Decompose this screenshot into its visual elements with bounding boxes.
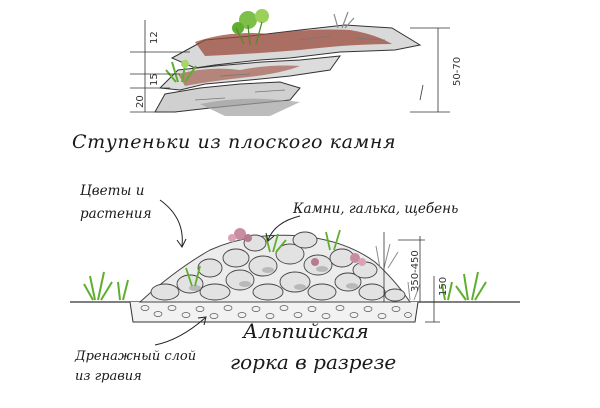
dimension-step-mid: 15 — [149, 73, 160, 86]
plant-icon — [185, 229, 341, 287]
drainage-pointer-arrow — [154, 317, 206, 346]
alpine-hill-illustration: 350-450 150 — [70, 199, 520, 346]
flower-icon — [311, 258, 319, 266]
flowers-label-line1: Цветы и — [80, 183, 145, 199]
dimension-step-bottom: 20 — [135, 95, 146, 108]
plant-icon — [232, 9, 269, 46]
dimension-drain-depth: 150 — [438, 277, 449, 296]
stone-steps-illustration: 12 15 20 50-70 — [130, 9, 463, 116]
stones-label: Камни, галька, щебень — [293, 201, 459, 217]
flowers-label-line2: растения — [80, 206, 152, 222]
flower-icon — [228, 228, 252, 242]
alpine-caption-line1: Альпийская — [243, 319, 369, 343]
alpine-caption-line2: горка в разрезе — [230, 350, 397, 374]
flowers-pointer-arrow — [159, 199, 183, 247]
dimension-hill-height: 350-450 — [410, 250, 421, 292]
plant-icon — [333, 11, 355, 29]
drainage-label-line2: из гравия — [75, 369, 142, 384]
dimension-step-top: 12 — [149, 31, 160, 44]
plant-icon — [375, 243, 421, 301]
stones-pointer-arrow — [267, 215, 301, 241]
dimension-step-total: 50-70 — [452, 57, 463, 86]
plant-icon — [83, 271, 487, 301]
flower-icon — [350, 253, 366, 266]
drainage-label-line1: Дренажный слой — [75, 349, 197, 364]
steps-caption: Ступеньки из плоского камня — [72, 131, 397, 153]
plant-icon — [165, 59, 197, 83]
